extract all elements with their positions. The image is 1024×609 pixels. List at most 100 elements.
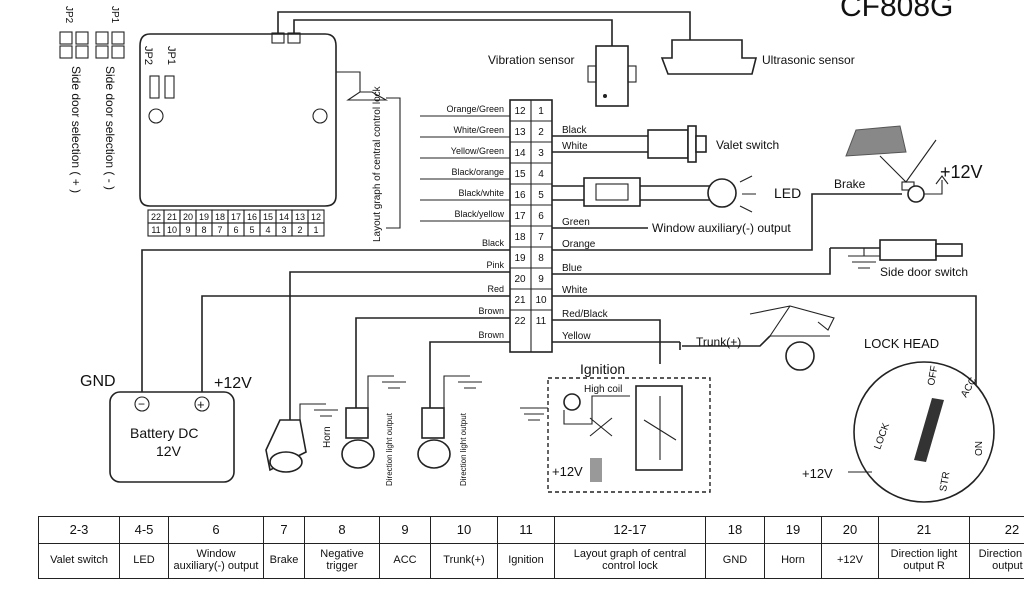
ultrasonic-wire [278,12,690,40]
horn: Horn [266,404,338,472]
led-rays [740,176,756,212]
legend-pin-number: 6 [169,517,264,544]
dir-r-bulb [342,440,374,468]
main-pin-number: 7 [217,225,222,235]
connector-pin-left: 17 [514,211,526,222]
battery-plus-sign: + [197,397,205,412]
legend-pin-function: Layout graph of central control lock [555,544,706,579]
main-pin-number: 6 [233,225,238,235]
wire-horn-pink [290,272,510,420]
vibration-sensor-tab-right [628,66,636,82]
lock-12v-label: +12V [802,466,833,481]
main-pin-number: 12 [311,212,321,222]
connector-pin-left: 20 [514,274,526,285]
window-output-label: Window auxiliary(-) output [652,221,791,235]
connector-pin-left: 22 [514,316,526,327]
main-pin-number: 21 [167,212,177,222]
connector-wire-label-lower: Brown [478,330,504,340]
jp2-pad-2 [60,46,72,58]
legend-pin-function: Negative trigger [305,544,380,579]
brake-label: Brake [834,177,866,191]
jp1-inner-label: JP1 [165,46,177,65]
brake-switch: Brake +12V [834,126,983,202]
dir-r-label: Direction light output [385,412,394,486]
connector-wire-label-right: White [562,141,588,152]
direction-light-r: Direction light output [342,376,406,486]
layout-graph-label-text: Layout graph of central control lock [372,85,383,242]
connector-pin-left: 18 [514,232,526,243]
side-door-switch-plunger [936,244,962,256]
lock-head: LOCK HEAD LOCK OFF ACC ON STR +12V [802,336,994,502]
legend-pin-function: Window auxiliary(-) output [169,544,264,579]
connector-wire-label-left: Black/white [458,188,504,198]
brake-pedal [846,126,906,156]
connector-pin-left: 14 [514,148,526,159]
connector-pin-left: 12 [514,106,526,117]
battery-label: Battery DC [130,425,198,441]
legend-pin-number: 7 [264,517,305,544]
main-pin-number: 8 [201,225,206,235]
ultrasonic-sensor: Ultrasonic sensor [662,40,855,74]
valet-switch-tip [696,136,706,152]
jp2-inner-label: JP2 [142,46,154,65]
diagram-title: CF808G [840,0,953,23]
dir-r-ground [368,376,406,408]
connector-pin-left: 19 [514,253,526,264]
ultrasonic-sensor-label: Ultrasonic sensor [762,53,855,67]
connector-pin-right: 6 [538,211,544,222]
ignition-12v-label: +12V [552,464,583,479]
lock-pos-on: ON [974,441,985,456]
legend-pin-function: +12V [822,544,879,579]
high-coil-label: High coil [584,384,622,395]
vibration-sensor-body [596,46,628,106]
ignition-coil-circle [564,394,580,410]
legend-pin-function: Brake [264,544,305,579]
connector-pin-right: 9 [538,274,544,285]
side-door-ground [848,248,880,268]
connector-pin-right: 7 [538,232,544,243]
connector-wire-label-lower: Brown [478,306,504,316]
legend-pin-number: 22 [970,517,1024,544]
legend-pin-number: 11 [498,517,555,544]
led-bulb [708,179,736,207]
side-door-plus-label: Side door selection ( + ) [69,66,83,193]
legend-pin-function: Direction light output L [970,544,1024,579]
legend-pin-number: 18 [706,517,765,544]
jp2-label: JP2 [63,6,74,24]
battery-minus-sign: − [138,397,145,411]
connector-pin-right: 11 [536,316,547,327]
legend-pin-number: 9 [380,517,431,544]
layout-graph-label: Layout graph of central control lock [372,85,383,242]
side-door-switch: Side door switch [830,240,968,279]
connector-wire-label-right: Orange [562,239,596,250]
connector-pin-left: 16 [514,190,526,201]
trunk-lid [750,306,834,336]
led-lead-wires [640,186,710,200]
connector-wire-label-right: Blue [562,263,582,274]
dir-l-ground [444,376,482,408]
connector-wire-label-right: Yellow [562,331,591,342]
vibration-sensor-label: Vibration sensor [488,53,575,67]
ignition-scissors [590,418,612,436]
legend-pin-number: 19 [765,517,822,544]
dir-l-label: Direction light output [459,412,468,486]
main-pin-number: 13 [295,212,305,222]
side-door-switch-label: Side door switch [880,265,968,279]
led-connector [584,178,640,206]
legend-pin-number: 21 [879,517,970,544]
valet-switch: Valet switch [648,126,779,162]
ignition-ground [520,408,548,420]
connector-wire-label-right: White [562,285,588,296]
horn-label: Horn [322,426,333,448]
main-pin-number: 9 [185,225,190,235]
trunk-assembly: Trunk(+) [696,306,834,370]
main-pin-number: 5 [249,225,254,235]
ignition-label: Ignition [580,361,625,377]
connector-pin-left: 13 [514,127,526,138]
jp2-pad-4 [76,46,88,58]
connector-pin-right: 8 [538,253,544,264]
jp2-pad-3 [76,32,88,44]
